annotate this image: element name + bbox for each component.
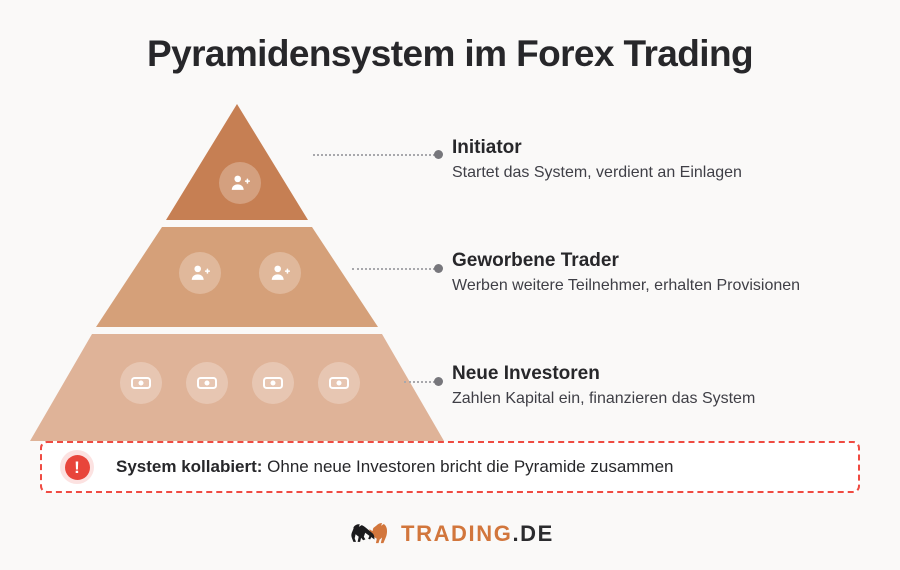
- footer-logo: TRADING.DE: [0, 518, 900, 550]
- label-initiator: Initiator Startet das System, verdient a…: [452, 137, 742, 184]
- page-title: Pyramidensystem im Forex Trading: [147, 33, 754, 74]
- logo-word-tld: .DE: [512, 521, 554, 546]
- alert-message-rest: Ohne neue Investoren bricht die Pyramide…: [262, 457, 674, 476]
- label-neue-investoren: Neue Investoren Zahlen Kapital ein, fina…: [452, 363, 755, 410]
- pyramid-tier-bottom-shape: [30, 334, 444, 441]
- exclamation-circle-icon: !: [60, 450, 94, 484]
- logo-word-main: TRADING: [401, 521, 513, 546]
- connector-line-initiator: [313, 154, 435, 158]
- pyramid-tier-middle-shape: [96, 227, 378, 327]
- alert-icon-glyph: !: [64, 454, 90, 480]
- collapse-alert-banner: ! System kollabiert: Ohne neue Investore…: [40, 441, 860, 493]
- connector-dot-geworbene-trader: [434, 264, 443, 273]
- label-initiator-description: Startet das System, verdient an Einlagen: [452, 163, 742, 181]
- pyramid-tier-top-shape: [166, 104, 308, 220]
- label-initiator-title: Initiator: [452, 137, 522, 158]
- pyramid-shapes: [30, 104, 444, 441]
- label-geworbene-trader: Geworbene Trader Werben weitere Teilnehm…: [452, 250, 800, 297]
- connector-line-neue-investoren: [404, 381, 435, 385]
- alert-message: System kollabiert: Ohne neue Investoren …: [116, 457, 674, 477]
- bull-logo-icon: [351, 523, 388, 544]
- logo-wordmark: TRADING.DE: [401, 523, 554, 545]
- connector-line-geworbene-trader: [352, 268, 435, 272]
- connector-dot-initiator: [434, 150, 443, 159]
- label-geworbene-trader-description: Werben weitere Teilnehmer, erhalten Prov…: [452, 276, 801, 294]
- label-neue-investoren-title: Neue Investoren: [452, 363, 600, 384]
- label-neue-investoren-description: Zahlen Kapital ein, finanzieren das Syst…: [452, 389, 756, 407]
- label-geworbene-trader-title: Geworbene Trader: [452, 250, 619, 271]
- pyramid-diagram: [30, 100, 450, 448]
- connector-dot-neue-investoren: [434, 377, 443, 386]
- alert-message-strong: System kollabiert:: [116, 457, 263, 476]
